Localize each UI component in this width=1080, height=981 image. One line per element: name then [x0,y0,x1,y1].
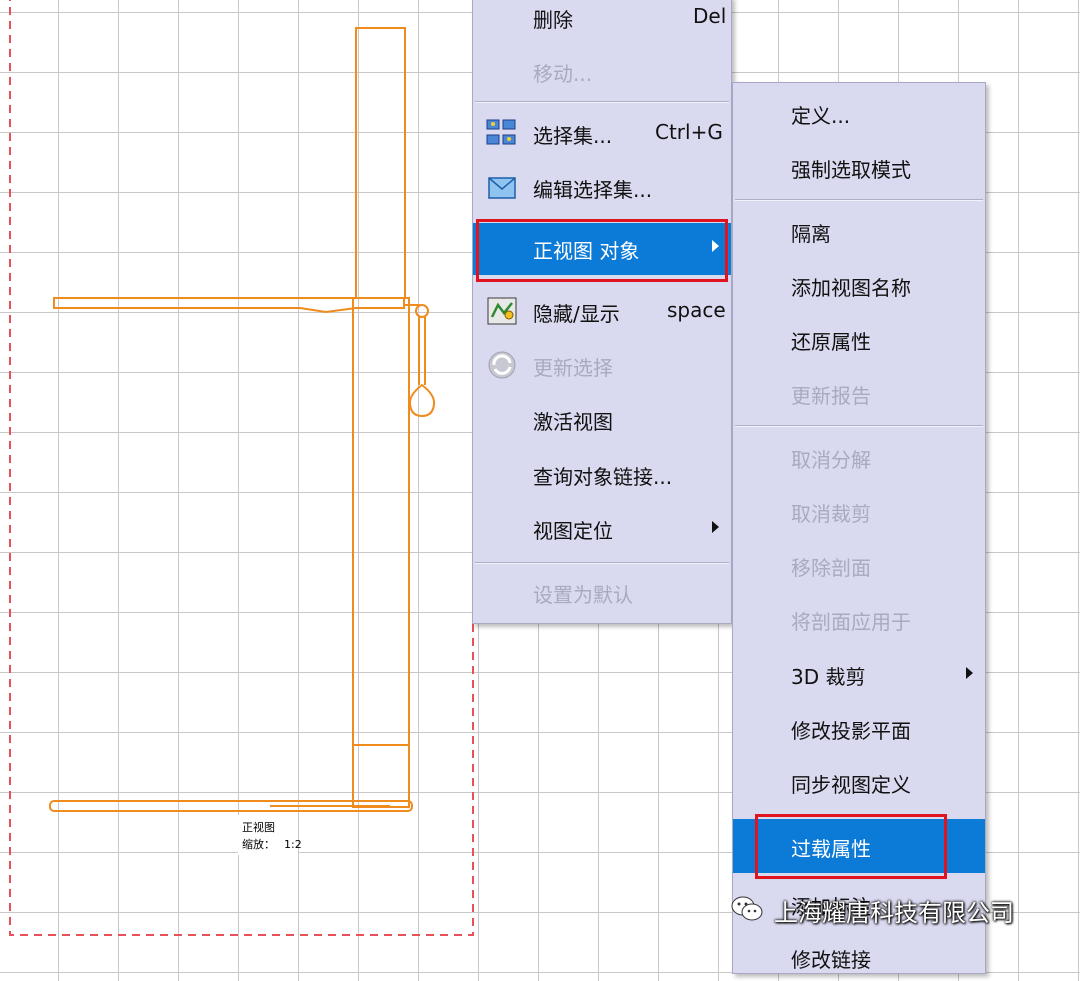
edit-selection-icon [488,177,516,199]
menu-item-query-object-links[interactable]: 查询对象链接... [473,450,731,498]
submenu-item-modify-projection-plane[interactable]: 修改投影平面 [733,704,985,752]
submenu-arrow-icon [712,521,719,533]
drawing-canvas[interactable]: 正视图 缩放： 1:2 [0,0,1080,958]
menu-item-label: 视图定位 [533,519,613,543]
submenu-item-cancel-explode[interactable]: 取消分解 [733,433,985,481]
update-icon [488,351,516,379]
scale-label: 缩放： [242,837,275,851]
menu-separator [475,562,729,564]
menu-item-label: 过载属性 [791,837,871,861]
menu-separator [735,199,983,201]
menu-item-label: 添加标注 [791,895,871,919]
highlight-box-front-view-object [476,219,728,282]
menu-item-label: 移除剖面 [791,556,871,580]
menu-item-label: 3D 裁剪 [791,665,866,689]
submenu-item-3d-crop[interactable]: 3D 裁剪 [733,650,985,698]
submenu-item-modify-links[interactable]: 修改链接 [733,933,985,981]
submenu-item-update-report[interactable]: 更新报告 [733,369,985,417]
menu-item-label: 设置为默认 [533,583,633,607]
submenu-item-force-select-mode[interactable]: 强制选取模式 [733,143,985,191]
submenu-item-isolate[interactable]: 隔离 [733,207,985,255]
menu-item-label: 编辑选择集... [533,178,653,202]
wechat-icon [731,896,763,921]
submenu-item-cancel-crop[interactable]: 取消裁剪 [733,487,985,535]
menu-item-label: 修改链接 [791,948,871,972]
highlight-box-override-properties [755,814,947,879]
submenu-item-define[interactable]: 定义... [733,89,985,137]
menu-item-label: 隔离 [791,222,831,246]
menu-item-label: 同步视图定义 [791,773,911,797]
shortcut-label: Ctrl+G [655,120,723,144]
menu-item-label: 隐藏/显示 [533,302,620,326]
view-label: 正视图 [242,820,275,834]
watermark-text: 上海耀唐科技有限公司 [774,899,1014,927]
menu-item-label: 添加视图名称 [791,276,911,300]
menu-item-label: 修改投影平面 [791,719,911,743]
menu-item-selection-set[interactable]: 选择集... Ctrl+G [473,109,731,157]
submenu-item-add-view-name[interactable]: 添加视图名称 [733,261,985,309]
menu-item-label: 激活视图 [533,410,613,434]
menu-item-label: 查询对象链接... [533,465,673,489]
shortcut-label: space [667,298,726,322]
submenu-item-sync-view-definition[interactable]: 同步视图定义 [733,758,985,806]
menu-item-label: 强制选取模式 [791,158,911,182]
submenu-item-add-annotation[interactable]: 添加标注 [733,880,985,928]
menu-item-label: 更新选择 [533,356,613,380]
menu-item-label: 还原属性 [791,330,871,354]
menu-item-activate-view[interactable]: 激活视图 [473,395,731,443]
view-caption[interactable]: 正视图 缩放： 1:2 [238,815,302,855]
hide-show-icon [487,297,517,325]
menu-item-label: 选择集... [533,124,613,148]
menu-item-label: 删除 [533,8,573,32]
submenu-item-restore-properties[interactable]: 还原属性 [733,315,985,363]
menu-item-update-selection[interactable]: 更新选择 [473,341,731,389]
menu-item-label: 取消分解 [791,448,871,472]
submenu-arrow-icon [712,240,719,252]
menu-item-label: 更新报告 [791,384,871,408]
scale-value: 1:2 [284,838,302,851]
menu-item-move[interactable]: 移动... [473,47,731,95]
menu-item-delete[interactable]: 删除 Del [473,0,731,41]
front-view-drawing[interactable] [49,27,436,812]
submenu-item-override-properties[interactable]: 过载属性 [733,819,985,873]
view-boundary [9,0,474,936]
selection-set-icon [486,119,516,145]
context-menu: 删除 Del 移动... 选择集... Ctrl+G 编辑选择集... 正视图 … [472,0,732,624]
menu-item-view-positioning[interactable]: 视图定位 [473,504,731,552]
menu-item-label: 定义... [791,104,851,128]
menu-separator [475,101,729,103]
menu-item-label: 正视图 对象 [533,239,640,263]
submenu-item-apply-section-to[interactable]: 将剖面应用于 [733,595,985,643]
menu-separator [735,425,983,427]
menu-item-label: 将剖面应用于 [791,610,911,634]
menu-item-label: 取消裁剪 [791,502,871,526]
menu-item-front-view-object[interactable]: 正视图 对象 [473,223,731,275]
menu-item-edit-selection-set[interactable]: 编辑选择集... [473,163,731,211]
submenu-front-view-object: 定义... 强制选取模式 隔离 添加视图名称 还原属性 更新报告 取消分解 取消… [732,82,986,974]
menu-item-set-default[interactable]: 设置为默认 [473,568,731,616]
submenu-item-remove-section[interactable]: 移除剖面 [733,541,985,589]
menu-item-hide-show[interactable]: 隐藏/显示 space [473,287,731,335]
menu-item-label: 移动... [533,62,593,86]
shortcut-label: Del [693,4,727,28]
submenu-arrow-icon [966,667,973,679]
